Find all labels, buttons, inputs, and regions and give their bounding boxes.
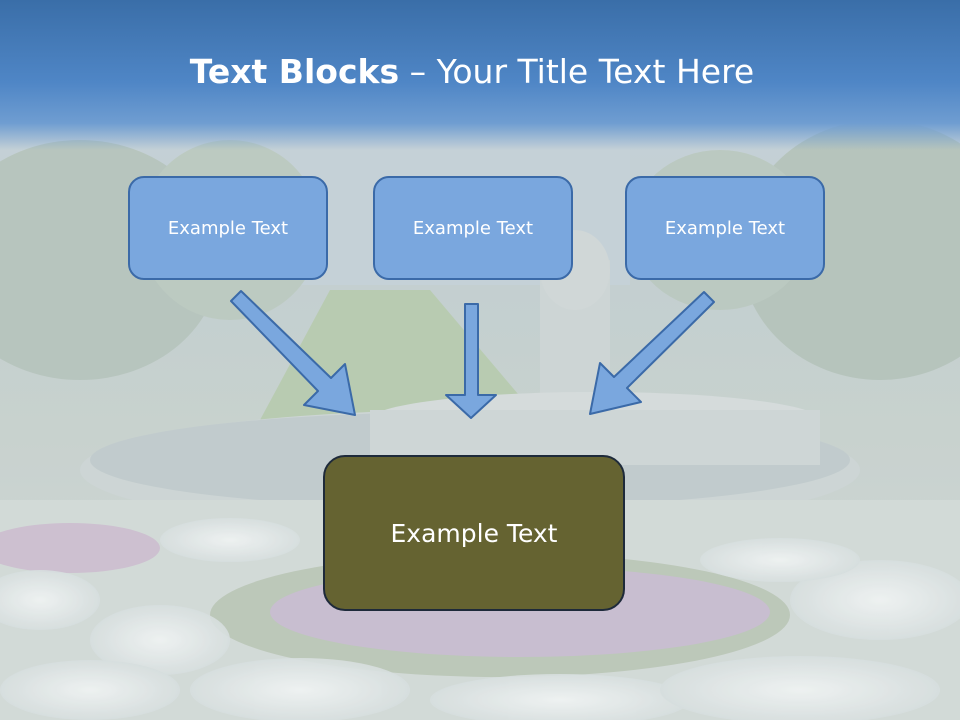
text-block-3[interactable]: Example Text xyxy=(625,176,825,280)
title-band xyxy=(0,0,960,150)
arrow-center xyxy=(445,303,497,419)
title-dash: – xyxy=(399,52,437,91)
text-block-1[interactable]: Example Text xyxy=(128,176,328,280)
arrow-right xyxy=(589,291,715,415)
title-bold-part: Text Blocks xyxy=(189,52,400,91)
text-block-2[interactable]: Example Text xyxy=(373,176,573,280)
title-rest-part: Your Title Text Here xyxy=(436,52,755,91)
arrow-left xyxy=(230,290,356,416)
slide-title: Text Blocks – Your Title Text Here xyxy=(0,52,944,91)
center-text-block[interactable]: Example Text xyxy=(323,455,625,611)
